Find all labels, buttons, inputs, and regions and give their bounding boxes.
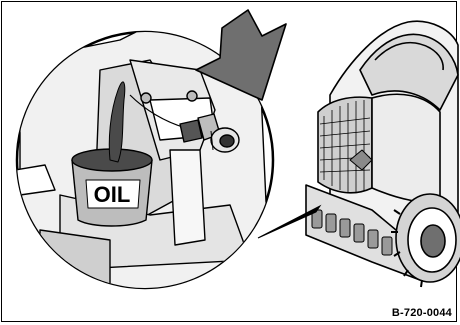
robot-mower	[306, 21, 460, 287]
figure-reference-code: B-720-0044	[392, 307, 452, 319]
oil-label: OIL	[94, 182, 131, 207]
